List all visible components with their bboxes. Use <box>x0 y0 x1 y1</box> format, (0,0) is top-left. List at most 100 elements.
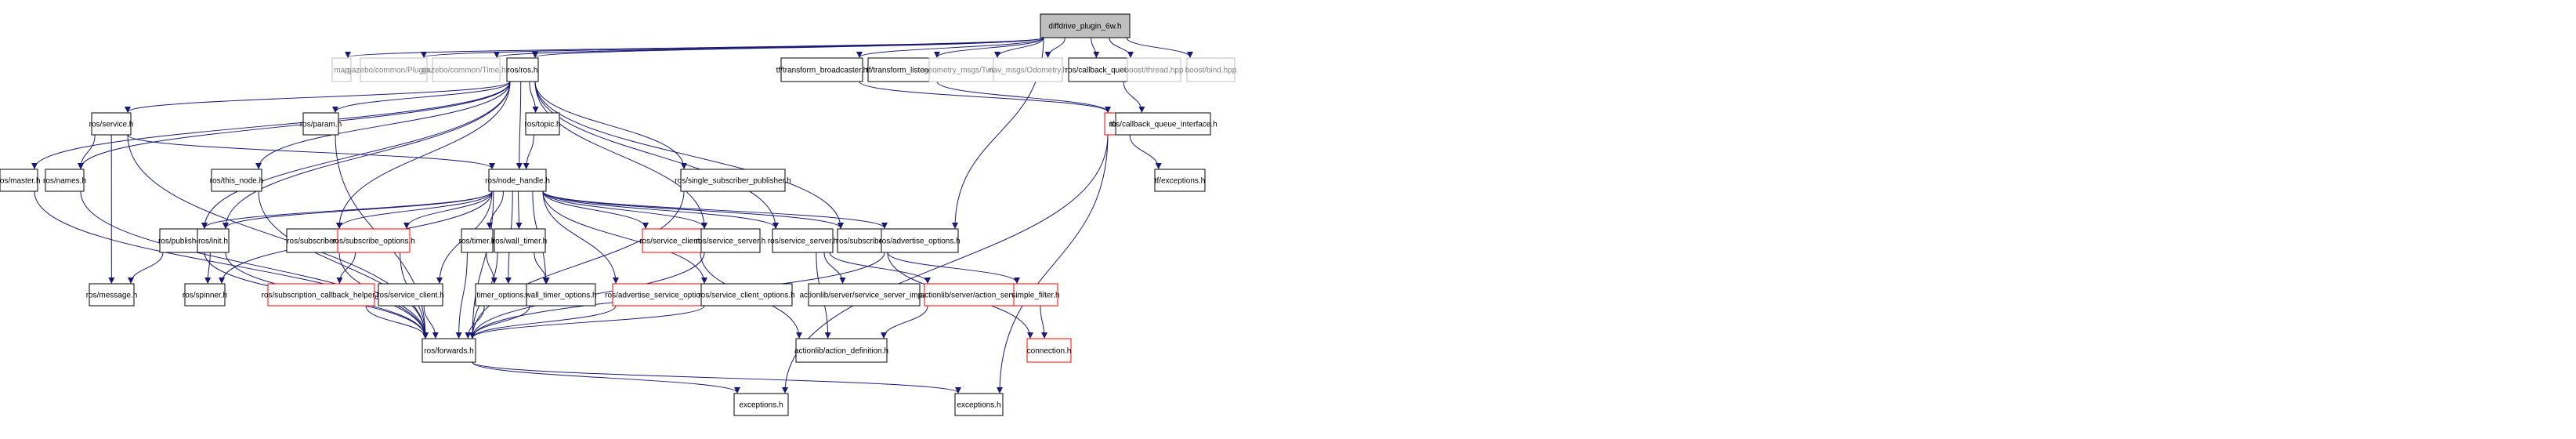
node-bthread[interactable]: boost/thread.hpp <box>1124 57 1184 82</box>
node-cbqi[interactable]: ros/callback_queue_interface.h <box>1109 112 1217 136</box>
node-label: ros/subscription_callback_helper.h <box>262 292 382 300</box>
node-box[interactable] <box>1068 57 1137 82</box>
node-box[interactable] <box>91 112 132 136</box>
node-box[interactable] <box>881 228 959 253</box>
node-box[interactable] <box>89 283 135 307</box>
node-advopts[interactable]: ros/advertise_options.h <box>879 228 961 253</box>
node-twist[interactable]: geometry_msgs/Twist.h <box>924 57 1006 82</box>
node-subopts[interactable]: ros/subscribe_options.h <box>332 228 415 253</box>
node-box[interactable] <box>45 169 85 192</box>
node-serviceserver1[interactable]: ros/service_server.h <box>696 228 765 253</box>
node-box[interactable] <box>488 169 547 192</box>
node-label: ros/message.h <box>86 292 138 300</box>
node-box[interactable] <box>642 228 704 253</box>
node-box[interactable] <box>267 283 375 307</box>
node-master[interactable]: ros/master.h <box>0 169 41 192</box>
node-box[interactable] <box>795 338 888 363</box>
node-box[interactable] <box>211 169 262 192</box>
node-label: ros/param.h <box>300 121 342 129</box>
node-exceptions1[interactable]: exceptions.h <box>733 393 789 416</box>
node-box[interactable] <box>494 228 546 253</box>
node-simplefilter[interactable]: simple_filter.h <box>1011 283 1060 307</box>
node-box[interactable] <box>954 393 1004 416</box>
node-spinner[interactable]: ros/spinner.h <box>183 283 227 307</box>
node-odom[interactable]: nav_msgs/Odometry.h <box>989 57 1067 82</box>
node-box[interactable] <box>772 228 834 253</box>
edge-tftf-to-tfexc <box>1129 134 1162 169</box>
node-box[interactable] <box>0 169 38 192</box>
node-box[interactable] <box>808 283 921 307</box>
node-box[interactable] <box>461 228 494 253</box>
node-box[interactable] <box>1154 169 1206 192</box>
node-box[interactable] <box>700 228 761 253</box>
node-svcclientopts[interactable]: ros/service_client_options.h <box>698 283 795 307</box>
node-ros[interactable]: ros/ros.h <box>506 57 539 82</box>
node-box[interactable] <box>337 228 411 253</box>
node-walltimeropts[interactable]: wall_timer_options.h <box>524 283 597 307</box>
node-plugin[interactable]: gazebo/common/Plugin.hh <box>347 57 440 82</box>
node-box[interactable] <box>525 112 560 136</box>
node-label: ros/subscribe_options.h <box>332 238 415 246</box>
node-serviceclient1[interactable]: ros/service_client.h <box>639 228 707 253</box>
edge-topic-to-nodehandle <box>523 134 534 169</box>
node-box[interactable] <box>928 57 1001 82</box>
node-box[interactable] <box>700 283 793 307</box>
node-box[interactable] <box>1026 338 1072 363</box>
node-box[interactable] <box>421 338 476 363</box>
node-map[interactable]: map <box>331 57 352 82</box>
node-walltimer[interactable]: ros/wall_timer.h <box>493 228 547 253</box>
node-box[interactable] <box>302 112 339 136</box>
node-tfexc[interactable]: tf/exceptions.h <box>1154 169 1206 192</box>
node-box[interactable] <box>432 57 501 82</box>
node-bbind[interactable]: boost/bind.hpp <box>1185 57 1237 82</box>
edge-ros-to-master <box>31 81 511 169</box>
node-label: exceptions.h <box>957 401 1000 410</box>
node-forwards[interactable]: ros/forwards.h <box>421 338 476 363</box>
node-tfbroad[interactable]: tf/transform_broadcaster.h <box>776 57 868 82</box>
node-time[interactable]: gazebo/common/Time.hh <box>422 57 510 82</box>
node-box[interactable] <box>1127 57 1181 82</box>
node-param[interactable]: ros/param.h <box>300 112 342 136</box>
node-timeropts[interactable]: timer_options.h <box>475 283 532 307</box>
node-box[interactable] <box>993 57 1063 82</box>
node-box[interactable] <box>1115 112 1211 136</box>
node-timer[interactable]: ros/timer.h <box>459 228 496 253</box>
node-connection[interactable]: connection.h <box>1026 338 1072 363</box>
node-exceptions2[interactable]: exceptions.h <box>954 393 1004 416</box>
node-init[interactable]: ros/init.h <box>197 228 230 253</box>
node-cbq[interactable]: ros/callback_queue.h <box>1065 57 1140 82</box>
node-box[interactable] <box>286 228 343 253</box>
node-box[interactable] <box>733 393 789 416</box>
node-alsrvimp[interactable]: actionlib/server/service_server_imp.h <box>799 283 929 307</box>
node-service[interactable]: ros/service.h <box>89 112 134 136</box>
node-box[interactable] <box>1013 283 1058 307</box>
node-box[interactable] <box>780 57 863 82</box>
node-subscriber1[interactable]: ros/subscriber.h <box>286 228 343 253</box>
node-serviceclient2[interactable]: ros/service_client.h <box>377 283 444 307</box>
node-box[interactable] <box>184 283 226 307</box>
node-names[interactable]: ros/names.h <box>43 169 86 192</box>
node-subcbhelper[interactable]: ros/subscription_callback_helper.h <box>262 283 382 307</box>
node-box[interactable] <box>475 283 532 307</box>
node-box[interactable] <box>526 283 596 307</box>
node-box[interactable] <box>331 57 352 82</box>
edge-forwards-to-exceptions2 <box>472 361 961 394</box>
node-topic[interactable]: ros/topic.h <box>524 112 561 136</box>
node-root[interactable]: diffdrive_plugin_6w.h <box>1040 13 1131 38</box>
node-box[interactable] <box>1040 13 1131 38</box>
node-label: geometry_msgs/Twist.h <box>924 67 1006 75</box>
node-box[interactable] <box>1186 57 1236 82</box>
node-thisnode[interactable]: ros/this_node.h <box>210 169 263 192</box>
node-aldef[interactable]: actionlib/action_definition.h <box>794 338 888 363</box>
node-box[interactable] <box>680 169 786 192</box>
node-box[interactable] <box>197 228 230 253</box>
node-label: wall_timer_options.h <box>524 292 596 300</box>
node-ssp[interactable]: ros/single_subscriber_publisher.h <box>675 169 791 192</box>
node-label: boost/thread.hpp <box>1124 67 1183 75</box>
node-box[interactable] <box>360 57 428 82</box>
node-message[interactable]: ros/message.h <box>86 283 138 307</box>
node-box[interactable] <box>506 57 539 82</box>
node-nodehandle[interactable]: ros/node_handle.h <box>485 169 550 192</box>
node-serviceserver2[interactable]: ros/service_server.h <box>768 228 838 253</box>
node-box[interactable] <box>378 283 443 307</box>
